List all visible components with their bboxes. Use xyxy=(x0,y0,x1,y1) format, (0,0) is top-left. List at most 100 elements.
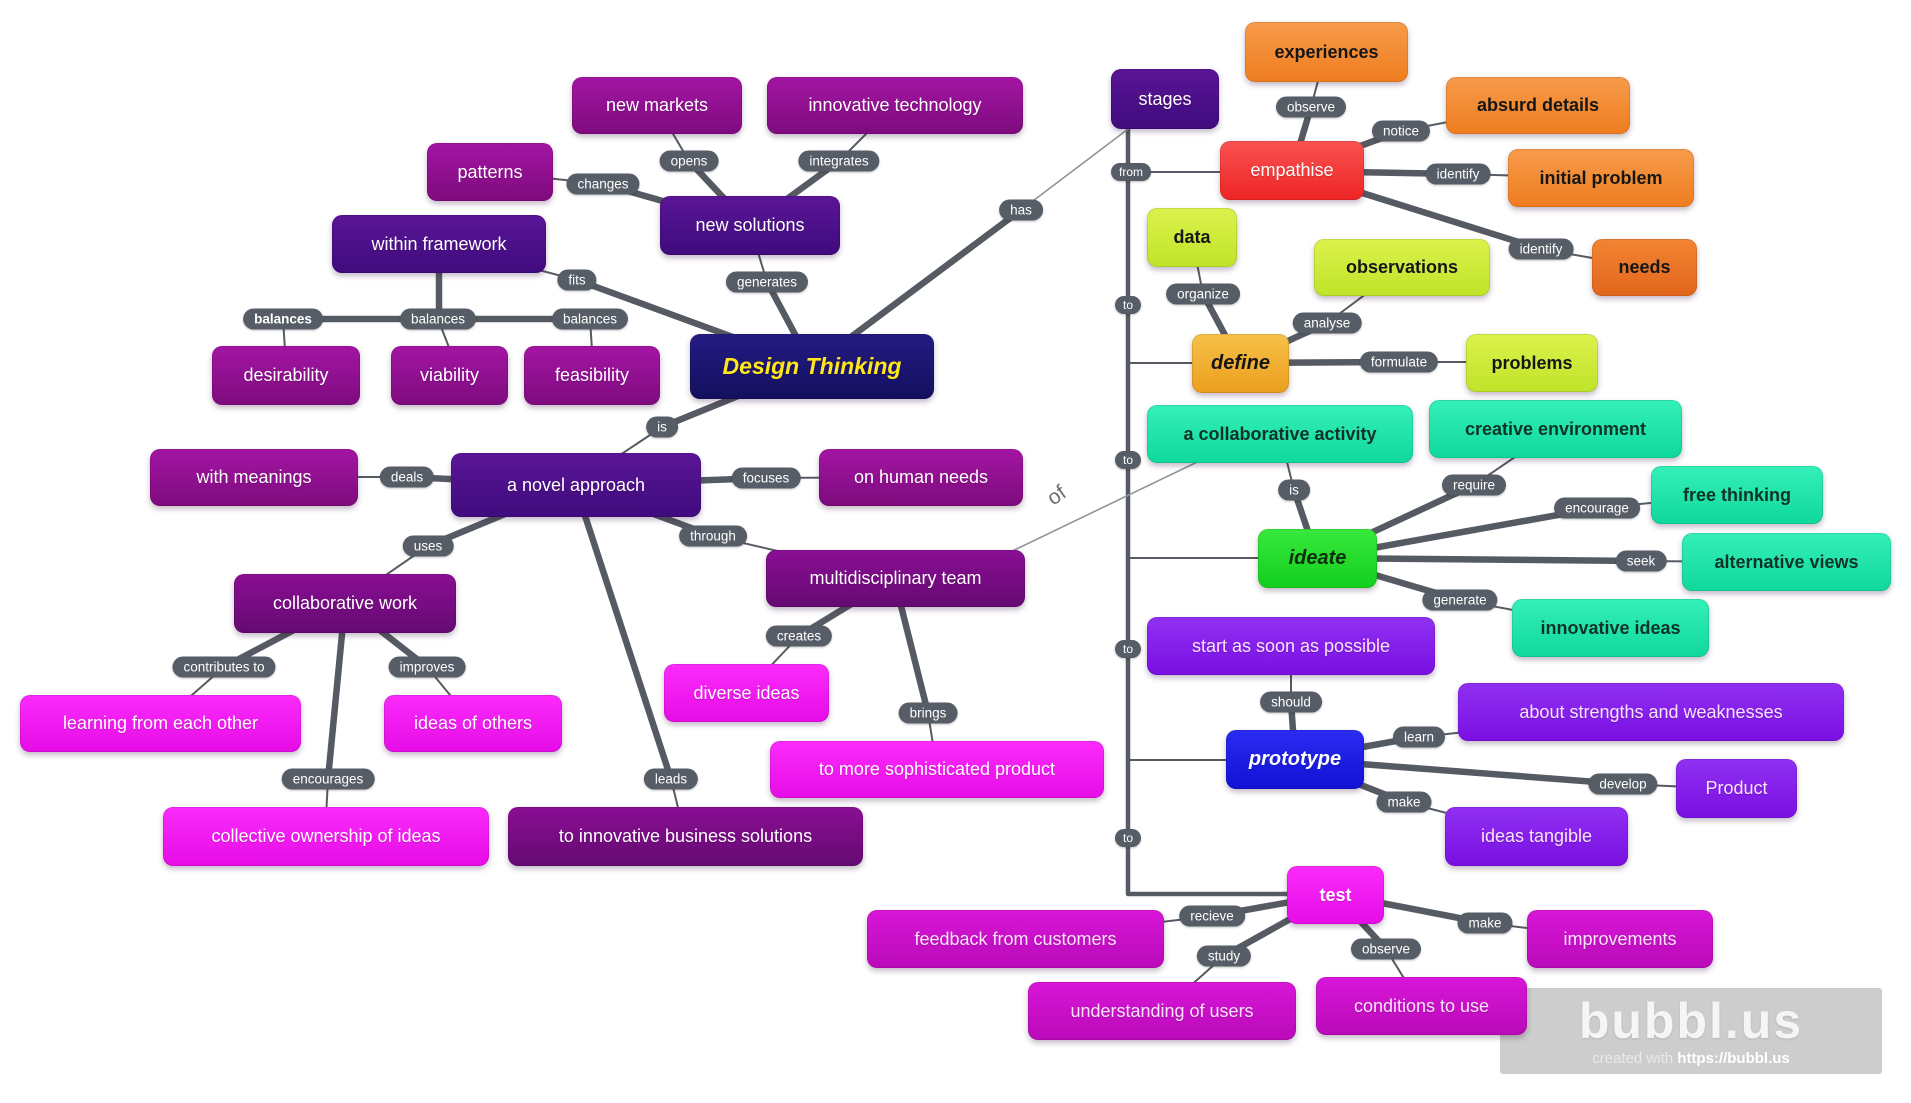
edge-label-identify: identify xyxy=(1425,163,1491,185)
edge-label-creates: creates xyxy=(765,625,833,647)
watermark-url: https://bubbl.us xyxy=(1677,1049,1790,1067)
node-design-thinking[interactable]: Design Thinking xyxy=(690,334,934,399)
edge-label-learn: learn xyxy=(1392,726,1446,748)
node-free-thinking[interactable]: free thinking xyxy=(1651,466,1823,524)
edge-label-develop: develop xyxy=(1588,773,1658,795)
node-improvements[interactable]: improvements xyxy=(1527,910,1713,968)
node-collaborative-work[interactable]: collaborative work xyxy=(234,574,456,633)
node-product[interactable]: Product xyxy=(1676,759,1797,818)
node-innovative-technology[interactable]: innovative technology xyxy=(767,77,1023,134)
edge-label-study: study xyxy=(1196,945,1252,967)
edge-label-make: make xyxy=(1376,791,1432,813)
node-ideate[interactable]: ideate xyxy=(1258,529,1377,588)
node-prototype[interactable]: prototype xyxy=(1226,730,1364,789)
node-observations[interactable]: observations xyxy=(1314,239,1490,296)
edge-label-fits: fits xyxy=(557,269,597,291)
node-test[interactable]: test xyxy=(1287,866,1384,924)
edge-label-should: should xyxy=(1260,691,1322,713)
node-to-more-sophisticated-product[interactable]: to more sophisticated product xyxy=(770,741,1104,798)
node-learning-from-each-other[interactable]: learning from each other xyxy=(20,695,301,752)
node-within-framework[interactable]: within framework xyxy=(332,215,546,273)
edge-label-to: to xyxy=(1114,829,1142,847)
node-data[interactable]: data xyxy=(1147,208,1237,267)
edge-label-from: from xyxy=(1111,163,1151,181)
edge-label-require: require xyxy=(1441,474,1507,496)
edge-label-observe: observe xyxy=(1350,938,1422,960)
node-conditions-to-use[interactable]: conditions to use xyxy=(1316,977,1527,1035)
node-collaborative-activity[interactable]: a collaborative activity xyxy=(1147,405,1413,463)
node-needs[interactable]: needs xyxy=(1592,239,1697,296)
edge-label-changes: changes xyxy=(566,173,640,195)
node-to-innovative-business-solutions[interactable]: to innovative business solutions xyxy=(508,807,863,866)
node-multidisciplinary-team[interactable]: multidisciplinary team xyxy=(766,550,1025,607)
node-about-strengths-and-weaknesses[interactable]: about strengths and weaknesses xyxy=(1458,683,1844,741)
node-feasibility[interactable]: feasibility xyxy=(524,346,660,405)
node-novel-approach[interactable]: a novel approach xyxy=(451,453,701,517)
edge-label-improves: improves xyxy=(388,656,466,678)
node-problems[interactable]: problems xyxy=(1466,334,1598,392)
edge-label-through: through xyxy=(679,525,747,547)
edge-label-to: to xyxy=(1114,451,1142,469)
node-patterns[interactable]: patterns xyxy=(427,143,553,201)
node-desirability[interactable]: desirability xyxy=(212,346,360,405)
node-stages[interactable]: stages xyxy=(1111,69,1219,129)
node-new-markets[interactable]: new markets xyxy=(572,77,742,134)
stages-trunk-line xyxy=(1125,126,1290,897)
edge-label-organize: organize xyxy=(1166,283,1240,305)
connector-line xyxy=(1020,119,1141,211)
node-innovative-ideas[interactable]: innovative ideas xyxy=(1512,599,1709,657)
connector-line xyxy=(571,481,675,783)
node-diverse-ideas[interactable]: diverse ideas xyxy=(664,664,829,722)
edge-label-integrates: integrates xyxy=(798,150,880,172)
node-ideas-of-others[interactable]: ideas of others xyxy=(384,695,562,752)
edge-label-recieve: recieve xyxy=(1179,905,1245,927)
node-experiences[interactable]: experiences xyxy=(1245,22,1408,82)
edge-label-to: to xyxy=(1114,640,1142,658)
watermark: bubbl.us created with https://bubbl.us xyxy=(1500,988,1882,1074)
edge-label-is: is xyxy=(646,416,678,438)
node-absurd-details[interactable]: absurd details xyxy=(1446,77,1630,134)
edge-label-encourage: encourage xyxy=(1554,497,1640,519)
edge-label-balances: balances xyxy=(399,308,477,330)
edge-label-leads: leads xyxy=(643,768,699,790)
node-alternative-views[interactable]: alternative views xyxy=(1682,533,1891,591)
edge-label-to: to xyxy=(1114,296,1142,314)
edge-label-is: is xyxy=(1278,479,1310,501)
node-initial-problem[interactable]: initial problem xyxy=(1508,149,1694,207)
connector-line xyxy=(1001,451,1219,557)
edge-label-identify: identify xyxy=(1508,238,1574,260)
edge-label-contributes-to: contributes to xyxy=(172,656,276,678)
node-understanding-of-users[interactable]: understanding of users xyxy=(1028,982,1296,1040)
edge-label-brings: brings xyxy=(898,702,958,724)
edge-label-formulate: formulate xyxy=(1359,351,1439,373)
node-empathise[interactable]: empathise xyxy=(1220,141,1364,200)
edge-label-generate: generate xyxy=(1422,589,1498,611)
watermark-background xyxy=(1500,988,1882,1074)
node-creative-environment[interactable]: creative environment xyxy=(1429,400,1682,458)
edge-label-encourages: encourages xyxy=(281,768,375,790)
bubbl-logo: bubbl.us xyxy=(1578,993,1804,1050)
node-on-human-needs[interactable]: on human needs xyxy=(819,449,1023,506)
node-define[interactable]: define xyxy=(1192,334,1289,393)
edge-label-deals: deals xyxy=(379,466,435,488)
edge-label-balances: balances xyxy=(243,308,323,330)
node-viability[interactable]: viability xyxy=(391,346,508,405)
edge-label-balances: balances xyxy=(551,308,629,330)
edge-label-seek: seek xyxy=(1615,550,1667,572)
edge-label-notice: notice xyxy=(1371,120,1431,142)
edge-label-generates: generates xyxy=(725,271,809,293)
edge-label-opens: opens xyxy=(659,150,719,172)
edge-label-has: has xyxy=(999,199,1043,221)
node-with-meanings[interactable]: with meanings xyxy=(150,449,358,506)
node-collective-ownership-of-ideas[interactable]: collective ownership of ideas xyxy=(163,807,489,866)
edge-label-focuses: focuses xyxy=(731,467,801,489)
node-start-as-soon-as-possible[interactable]: start as soon as possible xyxy=(1147,617,1435,675)
edge-label-make: make xyxy=(1457,912,1513,934)
node-ideas-tangible[interactable]: ideas tangible xyxy=(1445,807,1628,866)
edge-label-observe: observe xyxy=(1275,96,1347,118)
node-new-solutions[interactable]: new solutions xyxy=(660,196,840,255)
node-feedback-from-customers[interactable]: feedback from customers xyxy=(867,910,1164,968)
edge-label-analyse: analyse xyxy=(1292,312,1362,334)
edge-label-uses: uses xyxy=(402,535,454,557)
